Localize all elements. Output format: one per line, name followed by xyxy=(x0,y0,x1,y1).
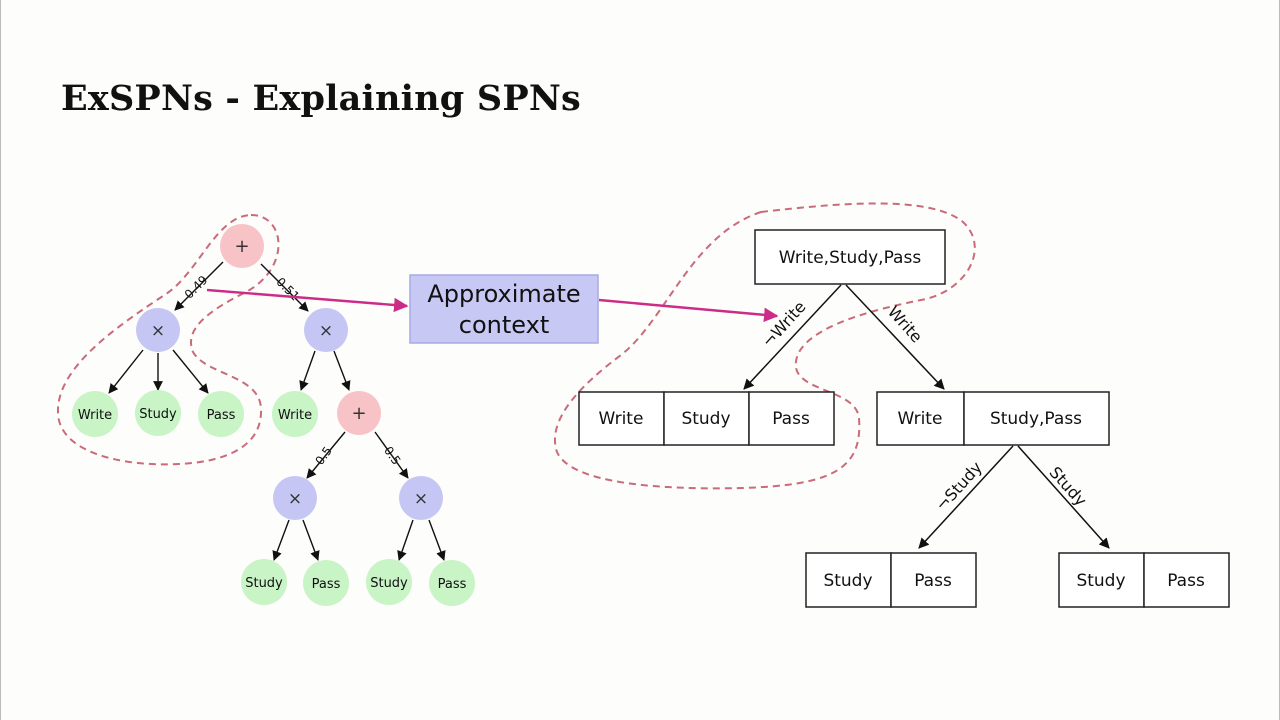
leaf-node-write: Write xyxy=(272,391,318,437)
tree-cell: Study,Pass xyxy=(990,409,1082,429)
context-arrow-out xyxy=(598,298,779,323)
tree-root-node: Write,Study,Pass xyxy=(754,229,946,285)
tree-bottom-right-node: Study Pass xyxy=(1058,552,1230,608)
leaf-node-study: Study xyxy=(135,390,181,436)
sum-node-root: + xyxy=(220,224,264,268)
leaf-node-pass: Pass xyxy=(198,391,244,437)
weight-right: 0.51 xyxy=(273,275,302,304)
leaf-node-study: Study xyxy=(241,559,287,605)
product-symbol: × xyxy=(151,321,165,341)
sum-symbol: + xyxy=(351,403,366,424)
tree-cell: Study xyxy=(681,409,730,429)
tree-edge-not-write xyxy=(743,284,842,390)
leaf-label: Study xyxy=(139,407,177,422)
leaf-label: Study xyxy=(245,576,283,591)
tree-root-label: Write,Study,Pass xyxy=(779,248,922,268)
leaf-node-write: Write xyxy=(72,391,118,437)
context-arrow-in xyxy=(206,288,409,313)
tree-right-node: Write Study,Pass xyxy=(876,391,1110,446)
leaf-label: Pass xyxy=(207,408,236,423)
tree-left-node: Write Study Pass xyxy=(578,391,835,446)
tree-edge-write xyxy=(845,284,945,390)
tree-cell: Pass xyxy=(914,571,952,591)
tree-edge-label-not-study: ¬Study xyxy=(932,458,986,515)
product-node-inner-left: × xyxy=(273,476,317,520)
tree-edge-label-not-write: ¬Write xyxy=(758,297,809,351)
tree-cell: Write xyxy=(898,409,943,429)
product-node-left: × xyxy=(136,308,180,352)
tree-cell: Pass xyxy=(1167,571,1205,591)
tree-cell: Write xyxy=(599,409,644,429)
approximate-context-box: Approximate context xyxy=(409,274,599,344)
tree-highlight-outline xyxy=(554,202,976,490)
leaf-label: Pass xyxy=(438,577,467,592)
product-node-inner-right: × xyxy=(399,476,443,520)
sum-symbol: + xyxy=(234,236,249,257)
product-symbol: × xyxy=(319,321,333,341)
context-line-1: Approximate xyxy=(427,280,580,308)
leaf-node-pass: Pass xyxy=(303,560,349,606)
spn-edges xyxy=(108,261,446,561)
leaf-label: Write xyxy=(278,408,312,423)
tree-cell: Study xyxy=(1076,571,1125,591)
product-node-right: × xyxy=(304,308,348,352)
product-symbol: × xyxy=(414,489,428,509)
leaf-node-pass: Pass xyxy=(429,560,475,606)
tree-edge-not-study xyxy=(918,445,1014,549)
tree-edge-study xyxy=(1017,445,1110,549)
tree-cell: Study xyxy=(823,571,872,591)
leaf-label: Write xyxy=(78,408,112,423)
slide-title: ExSPNs - Explaining SPNs xyxy=(61,78,581,119)
leaf-label: Study xyxy=(370,576,408,591)
tree-cell: Pass xyxy=(772,409,810,429)
sum-node-inner: + xyxy=(337,391,381,435)
leaf-node-study: Study xyxy=(366,559,412,605)
leaf-label: Pass xyxy=(312,577,341,592)
tree-edge-label-write: Write xyxy=(884,302,926,346)
weight-inner-right: 0.5 xyxy=(381,444,403,468)
product-symbol: × xyxy=(288,489,302,509)
weight-left: 0.49 xyxy=(182,273,211,302)
context-line-2: context xyxy=(459,311,549,339)
spn-highlight-outline xyxy=(56,213,280,466)
tree-bottom-left-node: Study Pass xyxy=(805,552,977,608)
